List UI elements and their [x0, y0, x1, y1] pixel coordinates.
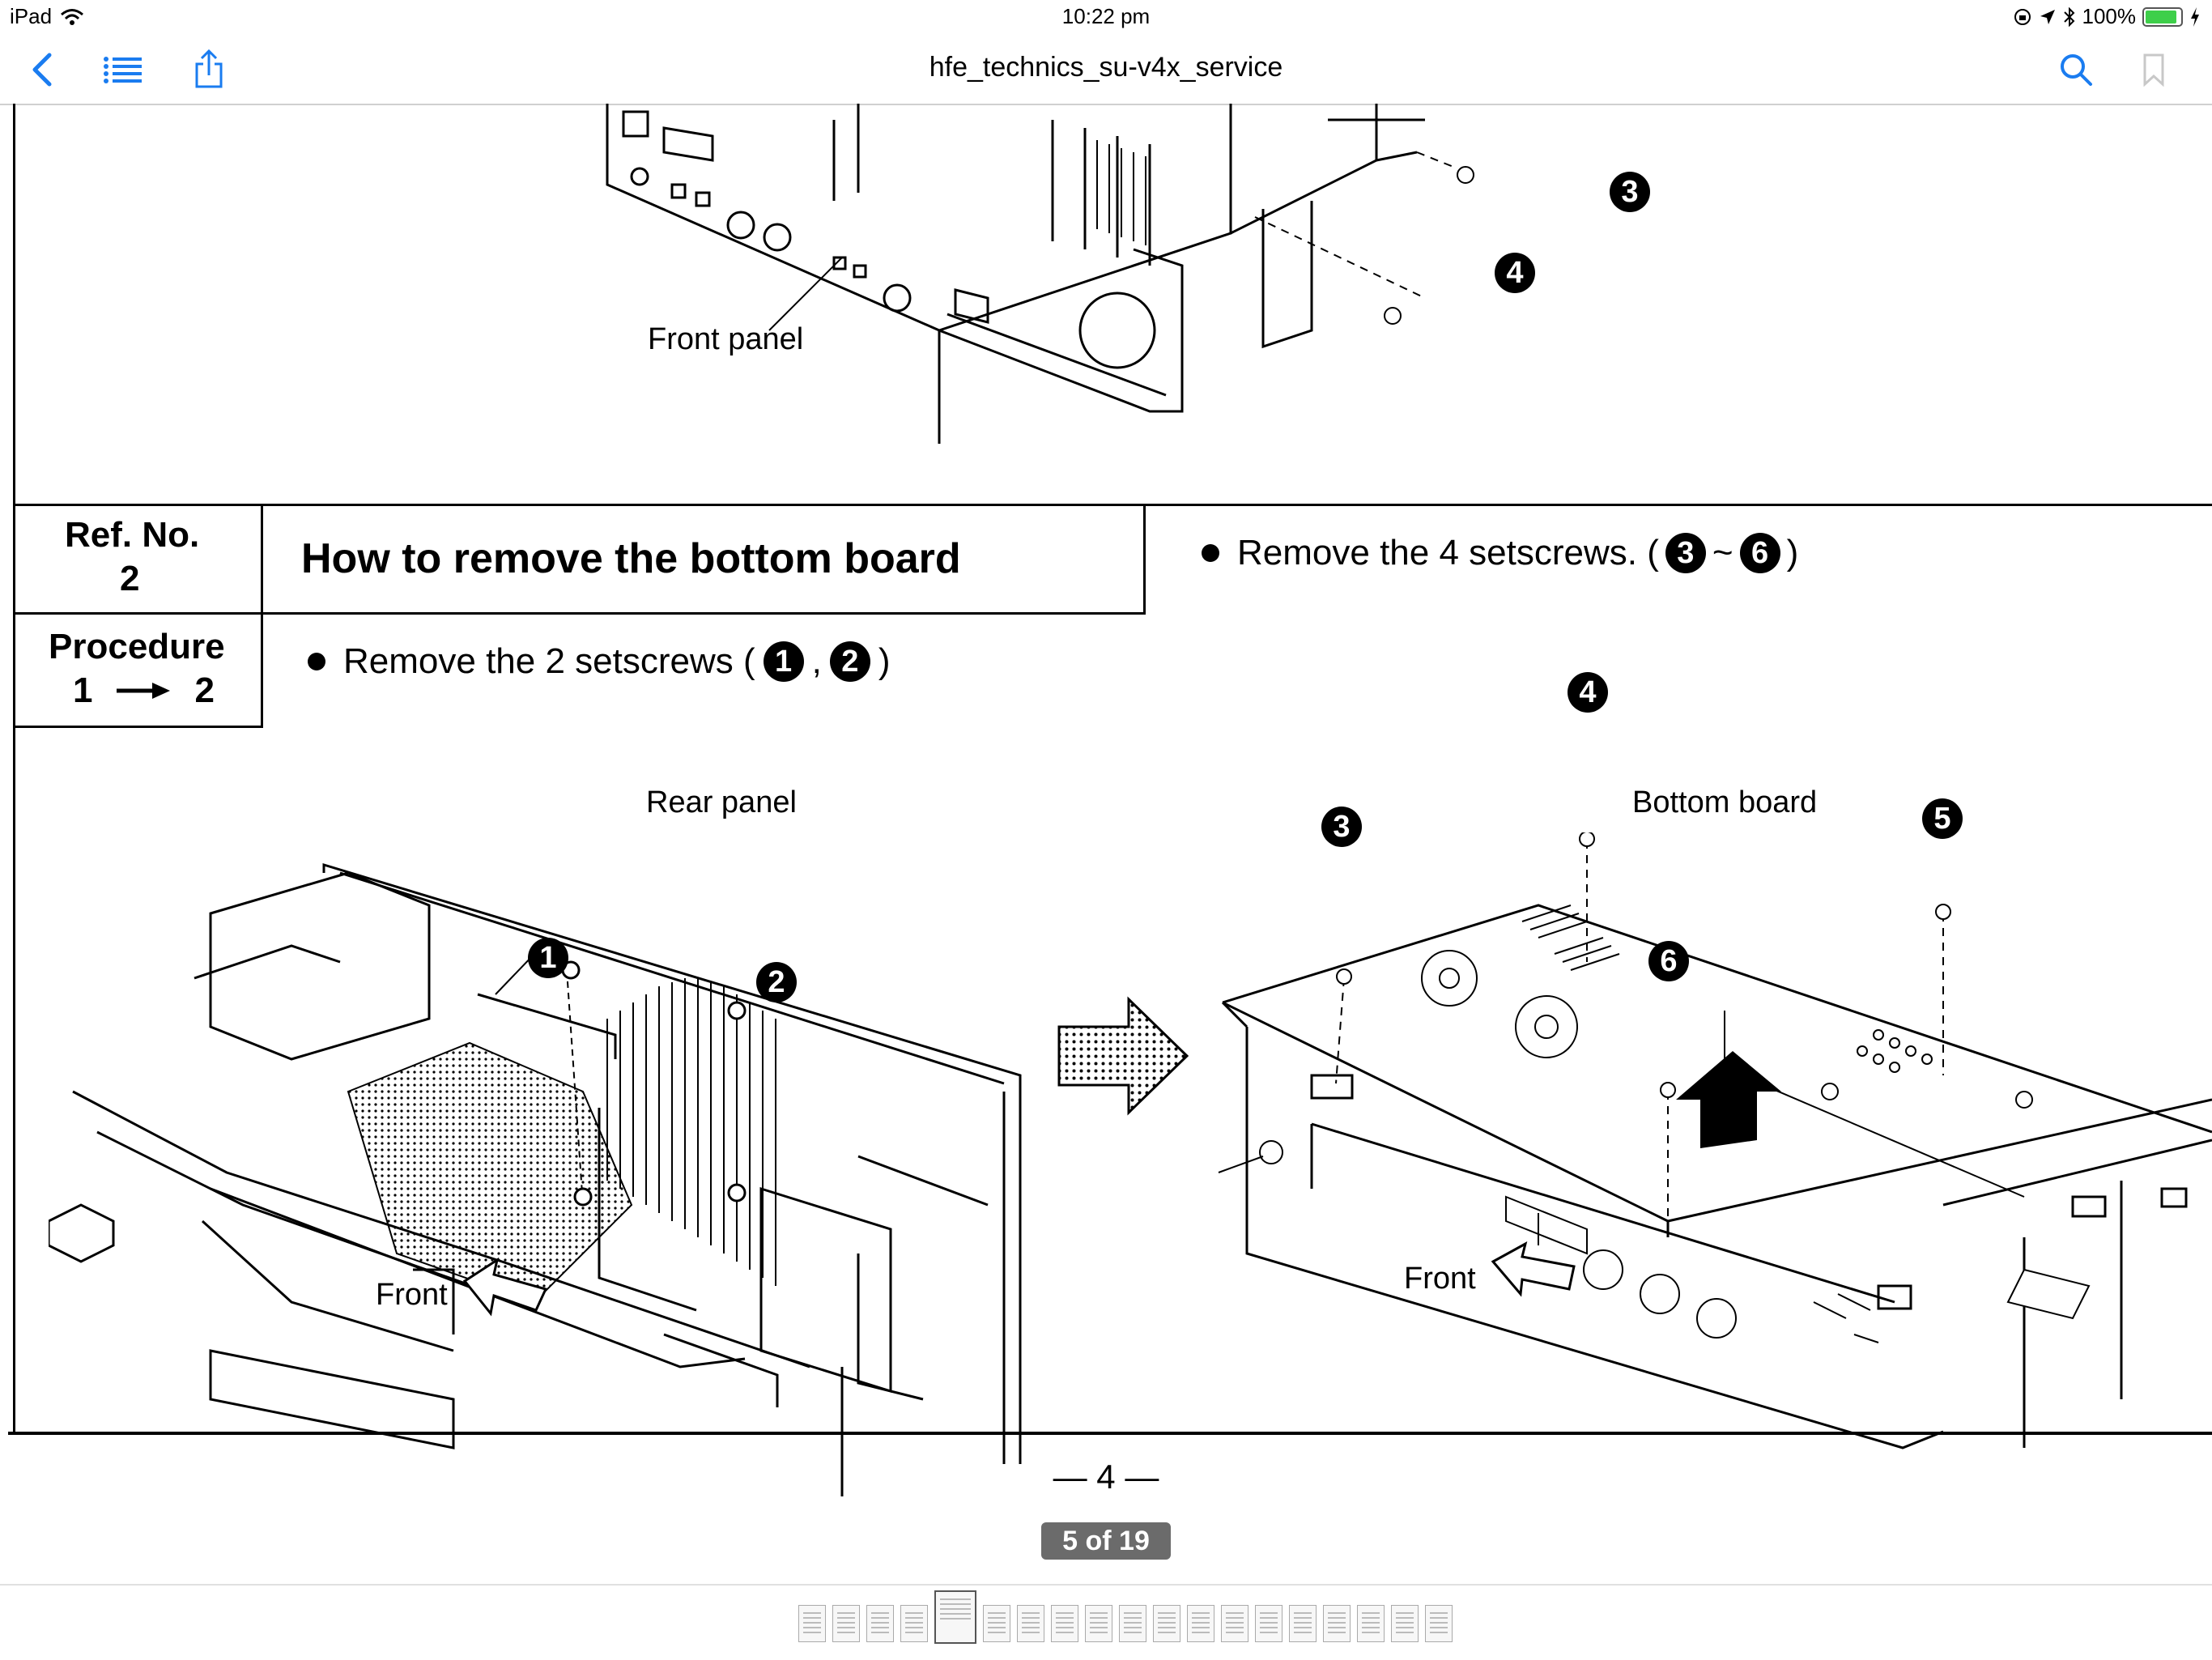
front-direction-arrow-icon — [1491, 1241, 1576, 1297]
back-button[interactable] — [19, 47, 65, 92]
instruction-right-text: Remove the 4 setscrews. ( — [1237, 533, 1659, 572]
battery-icon — [2142, 6, 2183, 27]
page-thumbnail[interactable] — [1221, 1605, 1249, 1642]
marker-screw-3-top: 3 — [1610, 172, 1650, 212]
search-icon — [2061, 54, 2092, 86]
front-direction-arrow-icon — [462, 1257, 548, 1317]
section-heading: How to remove the bottom board — [301, 535, 961, 582]
page-thumbnail[interactable] — [1255, 1605, 1283, 1642]
battery-fill — [2146, 10, 2176, 23]
front-panel-diagram — [606, 104, 1474, 444]
status-left: iPad — [10, 4, 84, 29]
page-indicator-badge[interactable]: 5 of 19 — [1041, 1522, 1171, 1560]
share-icon — [195, 49, 223, 88]
page-border-left — [13, 104, 15, 1432]
page-thumbnail[interactable] — [983, 1605, 1010, 1642]
list-icon — [104, 57, 142, 83]
page-thumbnail[interactable] — [1153, 1605, 1180, 1642]
instruction-right: Remove the 4 setscrews. ( 3 ~ 6 ) — [1202, 533, 1798, 573]
page-thumbnail[interactable] — [1017, 1605, 1044, 1642]
wifi-icon — [61, 8, 84, 25]
procedure-steps: 1 2 — [73, 670, 215, 711]
page-thumbnail[interactable] — [1289, 1605, 1317, 1642]
charging-icon — [2191, 6, 2199, 27]
table-col-line — [261, 504, 263, 728]
procedure-to: 2 — [194, 670, 215, 710]
document-title: hfe_technics_su-v4x_service — [929, 52, 1283, 83]
table-bottom-line — [13, 726, 262, 728]
page-thumbnail[interactable] — [1119, 1605, 1146, 1642]
label-front-left: Front — [376, 1278, 448, 1312]
label-bottom-board: Bottom board — [1632, 785, 1818, 819]
screw-1-marker: 1 — [763, 641, 804, 682]
ref-no-label: Ref. No. — [65, 515, 200, 555]
screw-2-marker: 2 — [829, 641, 870, 682]
marker-screw-2: 2 — [756, 962, 797, 1002]
table-top-line — [13, 504, 2212, 506]
bluetooth-icon — [2063, 6, 2074, 27]
marker-screw-5: 5 — [1922, 798, 1963, 839]
page-thumbnail[interactable] — [1391, 1605, 1419, 1642]
procedure-from: 1 — [73, 670, 93, 710]
status-bar: iPad 10:22 pm 100% — [0, 0, 2212, 34]
bullet-icon — [308, 653, 325, 670]
bookmark-icon — [2143, 53, 2164, 87]
page-thumbnail[interactable] — [1085, 1605, 1112, 1642]
page-thumbnail[interactable] — [1187, 1605, 1214, 1642]
battery-percent: 100% — [2082, 4, 2137, 28]
bottom-board-diagram — [1218, 832, 2212, 1449]
nav-bar: hfe_technics_su-v4x_service — [0, 34, 2212, 105]
marker-screw-1: 1 — [528, 938, 568, 978]
marker-screw-3: 3 — [1321, 807, 1362, 847]
label-rear-panel: Rear panel — [646, 785, 797, 819]
share-button[interactable] — [186, 47, 232, 92]
back-chevron-icon — [32, 53, 52, 87]
ref-no-value: 2 — [120, 559, 140, 598]
instruction-left-separator: , — [811, 641, 822, 681]
document-page[interactable]: Front panel 3 4 Ref. No. 2 Procedure 1 2… — [0, 104, 2212, 1561]
printed-page-number: — 4 — — [1053, 1458, 1159, 1496]
label-front-right: Front — [1404, 1262, 1476, 1296]
table-mid-line — [13, 612, 1145, 615]
instruction-left: Remove the 2 setscrews ( 1 , 2 ) — [308, 641, 891, 682]
screw-3-marker: 3 — [1665, 533, 1706, 573]
table-right-line — [1143, 504, 1146, 615]
bookmark-button[interactable] — [2131, 47, 2176, 92]
marker-screw-6: 6 — [1648, 941, 1689, 981]
label-front-panel: Front panel — [648, 322, 804, 356]
instruction-right-range: ~ — [1712, 533, 1733, 572]
page-border-bottom — [8, 1432, 2212, 1435]
thumbnail-list — [798, 1590, 1453, 1644]
page-thumbnail[interactable] — [1051, 1605, 1078, 1642]
contents-button[interactable] — [100, 47, 146, 92]
instruction-right-close: ) — [1786, 533, 1799, 572]
page-thumbnail[interactable] — [1425, 1605, 1453, 1642]
page-thumbnail[interactable] — [1323, 1605, 1351, 1642]
marker-screw-4: 4 — [1568, 672, 1608, 713]
bullet-icon — [1202, 544, 1219, 562]
status-right: 100% — [2013, 4, 2201, 29]
page-thumbnail[interactable] — [832, 1605, 860, 1642]
thumbnail-strip — [0, 1584, 2212, 1660]
page-thumbnail[interactable] — [866, 1605, 894, 1642]
status-time: 10:22 pm — [1061, 4, 1151, 28]
orientation-lock-icon — [2014, 8, 2031, 25]
next-step-arrow-icon — [1057, 996, 1189, 1116]
screw-6-marker: 6 — [1739, 533, 1780, 573]
device-name: iPad — [10, 4, 53, 28]
marker-screw-4-top: 4 — [1495, 253, 1535, 293]
instruction-left-text: Remove the 2 setscrews ( — [343, 641, 755, 681]
page-thumbnail[interactable] — [1357, 1605, 1385, 1642]
arrow-right-icon — [117, 683, 171, 699]
page-thumbnail[interactable] — [900, 1605, 928, 1642]
location-icon — [2040, 9, 2055, 24]
page-thumbnail[interactable] — [934, 1590, 976, 1644]
chassis-interior-diagram — [49, 862, 1022, 1496]
instruction-left-close: ) — [878, 641, 891, 681]
search-button[interactable] — [2053, 47, 2099, 92]
procedure-label: Procedure — [49, 627, 225, 666]
page-thumbnail[interactable] — [798, 1605, 826, 1642]
